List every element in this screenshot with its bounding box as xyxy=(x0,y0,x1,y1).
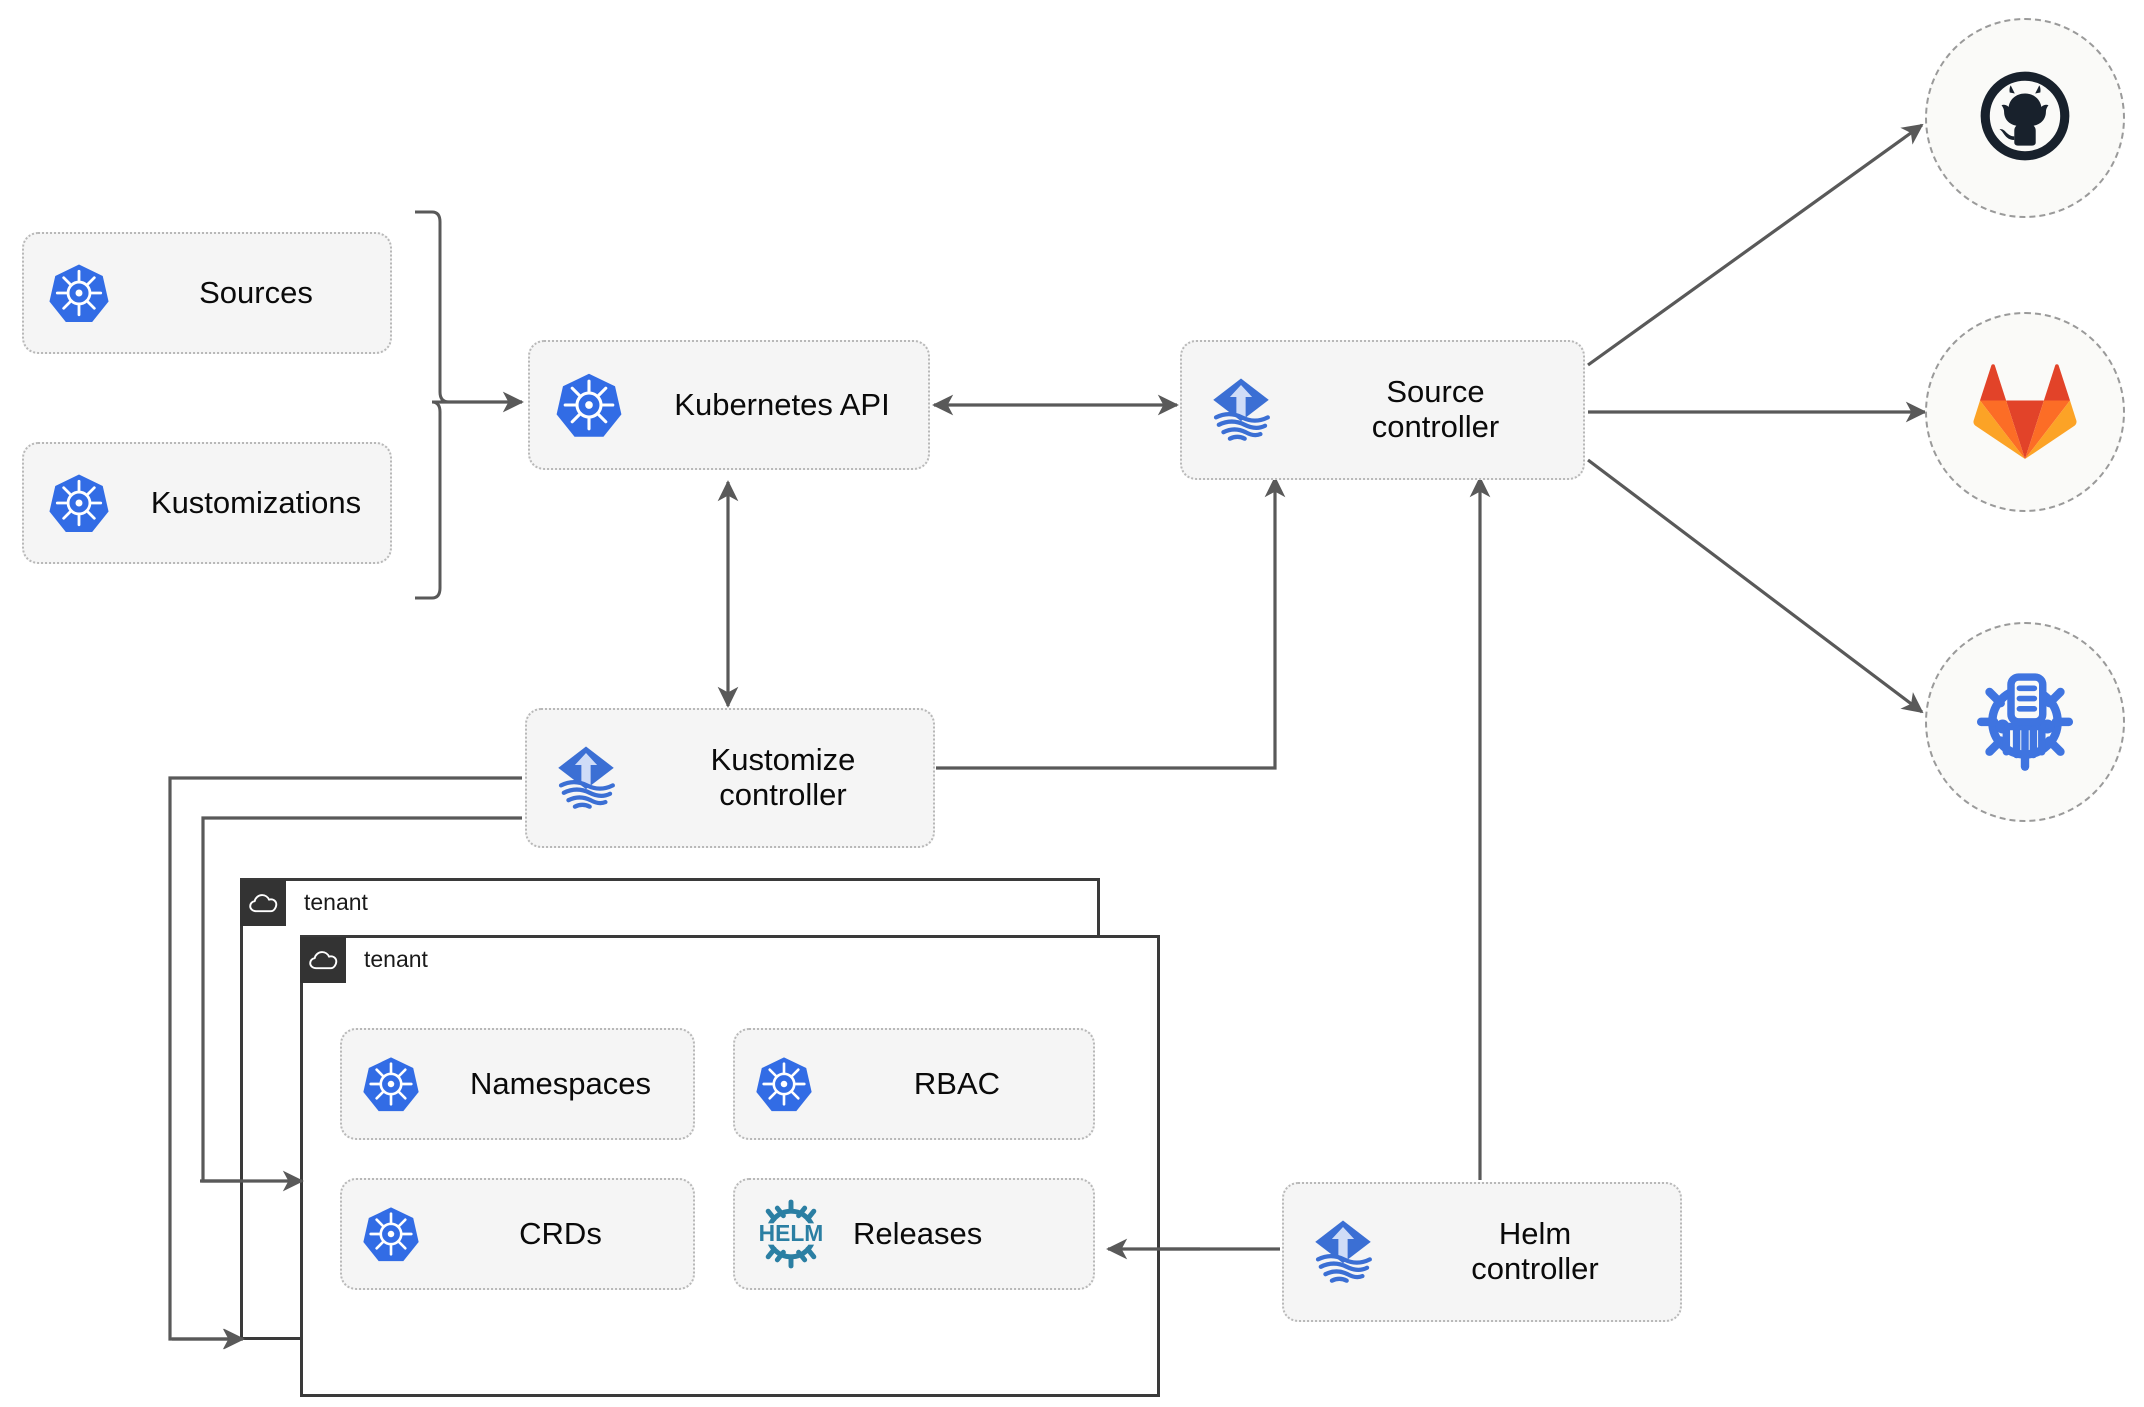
node-label: RBAC xyxy=(913,1065,1001,1101)
kubernetes-icon xyxy=(24,262,134,324)
gitlab-icon xyxy=(1971,358,2079,467)
node-label: Sources xyxy=(199,274,313,310)
kustomize-controller-to-source-controller xyxy=(936,476,1286,770)
tenant-tab-back: tenant xyxy=(240,879,368,927)
node-label: Kustomize controller xyxy=(710,742,856,812)
node-label: Source controller xyxy=(1371,374,1500,444)
kubernetes-icon xyxy=(342,1055,440,1113)
node-namespaces[interactable]: Namespaces xyxy=(340,1028,695,1140)
tenant-tab-front: tenant xyxy=(300,936,428,984)
kubernetes-icon xyxy=(530,371,648,439)
svg-text:HELM: HELM xyxy=(759,1220,824,1246)
node-kustomize-controller[interactable]: Kustomize controller xyxy=(525,708,935,848)
node-releases[interactable]: HELM Releases xyxy=(733,1178,1095,1290)
cloud-icon xyxy=(240,879,286,926)
kubernetes-icon xyxy=(24,472,134,534)
flux-icon xyxy=(527,741,645,815)
cloud-icon xyxy=(300,936,346,983)
kubernetes-icon xyxy=(342,1205,440,1263)
node-crds[interactable]: CRDs xyxy=(340,1178,695,1290)
node-rbac[interactable]: RBAC xyxy=(733,1028,1095,1140)
node-sources[interactable]: Sources xyxy=(22,232,392,354)
helm-icon: HELM xyxy=(735,1199,847,1269)
node-label: Releases xyxy=(853,1215,983,1251)
source-controller-to-github xyxy=(1587,123,1924,367)
source-controller-to-helm-repo xyxy=(1587,458,1924,714)
node-kustomizations[interactable]: Kustomizations xyxy=(22,442,392,564)
provider-github[interactable] xyxy=(1925,18,2125,218)
provider-helm-repository[interactable] xyxy=(1925,622,2125,822)
kubernetes-icon xyxy=(735,1055,833,1113)
node-label: Kustomizations xyxy=(150,484,362,520)
node-label: CRDs xyxy=(519,1215,602,1251)
node-label: Helm controller xyxy=(1471,1216,1599,1286)
helm-repo-icon xyxy=(1969,664,2081,781)
tenant-label-back: tenant xyxy=(304,889,368,915)
node-helm-controller[interactable]: Helm controller xyxy=(1282,1182,1682,1322)
node-source-controller[interactable]: Source controller xyxy=(1180,340,1585,480)
node-label: Namespaces xyxy=(470,1065,651,1101)
tenant-container-front[interactable]: tenant xyxy=(300,935,1160,1397)
provider-gitlab[interactable] xyxy=(1925,312,2125,512)
node-kubernetes-api[interactable]: Kubernetes API xyxy=(528,340,930,470)
resources-bracket xyxy=(415,210,450,600)
tenant-label-front: tenant xyxy=(364,946,428,972)
flux-icon xyxy=(1182,373,1300,447)
flux-icon xyxy=(1284,1215,1402,1289)
github-icon xyxy=(1974,65,2076,172)
node-label: Kubernetes API xyxy=(674,386,890,422)
